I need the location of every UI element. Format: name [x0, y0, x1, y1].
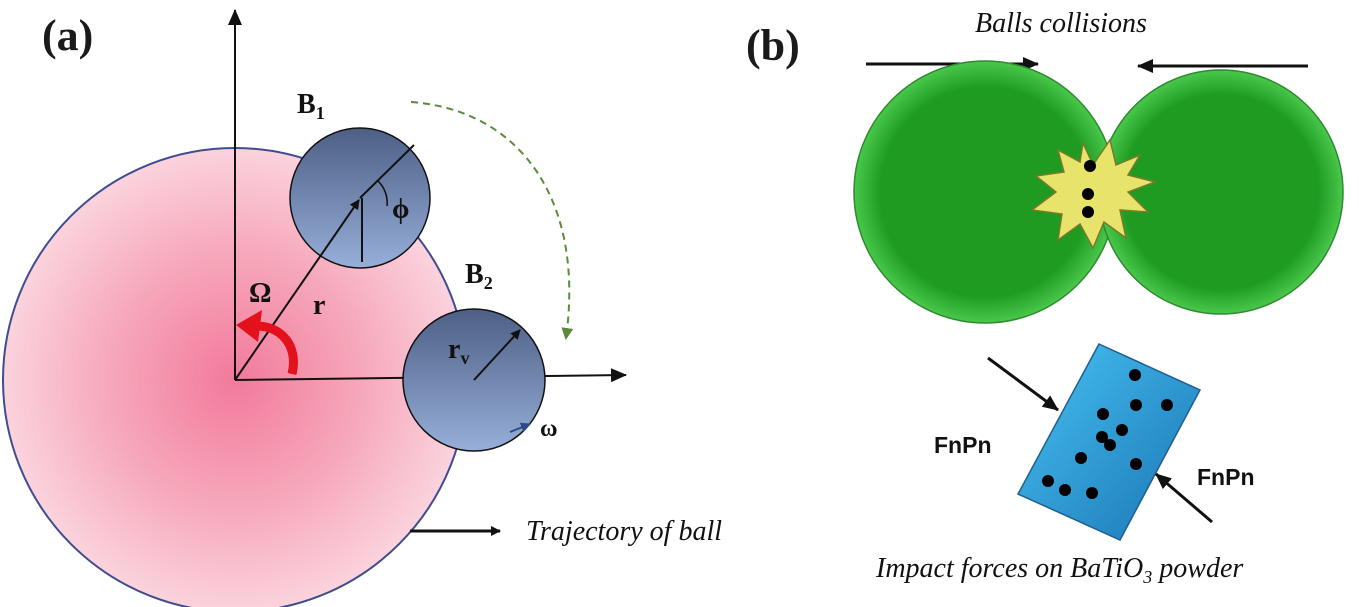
powder-dot — [1084, 160, 1096, 172]
powder-dot — [1104, 439, 1116, 451]
impact-label: Impact forces on BaTiO3 powder — [875, 553, 1243, 587]
powder-dot — [1096, 431, 1108, 443]
powder-dot — [1042, 475, 1054, 487]
spin-arrow — [509, 422, 531, 433]
b1-radius-line — [359, 144, 415, 199]
powder-dot — [1082, 206, 1094, 218]
rotation-arrow-head — [236, 310, 262, 342]
ball-b2-label: B2 — [465, 259, 493, 293]
b2-radius-arrow — [473, 329, 521, 381]
powder-dot — [1161, 399, 1173, 411]
green-ball-right — [1098, 69, 1344, 315]
powder-particles — [1042, 369, 1173, 499]
force-arrow-upper — [987, 356, 1059, 412]
powder-dot — [1075, 452, 1087, 464]
panel-b-label: (b) — [746, 21, 800, 70]
ball-path-arrow — [410, 101, 574, 340]
omega-big-label: Ω — [249, 278, 271, 309]
powder-dot — [1086, 487, 1098, 499]
phi-label: ϕ — [392, 194, 409, 225]
trajectory-label: Trajectory of ball — [526, 516, 722, 547]
powder-dot — [1130, 458, 1142, 470]
ball-b1-label: B1 — [297, 89, 325, 123]
collision-label: Balls collisions — [975, 8, 1147, 39]
force-label-right: FnPn — [1197, 464, 1255, 490]
rotation-arrow-body — [254, 321, 298, 376]
phi-arc — [377, 180, 388, 207]
ball-radius-label: rv — [448, 334, 469, 368]
panel-a-label: (a) — [42, 11, 93, 60]
radius-r-arrow — [234, 199, 360, 381]
powder-dot — [1129, 369, 1141, 381]
radius-r-label: r — [313, 290, 325, 321]
powder-dot — [1116, 424, 1128, 436]
powder-dot — [1059, 484, 1071, 496]
powder-dot — [1082, 188, 1094, 200]
omega-small-label: ω — [540, 416, 558, 442]
powder-dot — [1130, 399, 1142, 411]
force-label-left: FnPn — [934, 432, 992, 458]
force-arrow-lower — [1155, 472, 1213, 524]
powder-dot — [1097, 408, 1109, 420]
